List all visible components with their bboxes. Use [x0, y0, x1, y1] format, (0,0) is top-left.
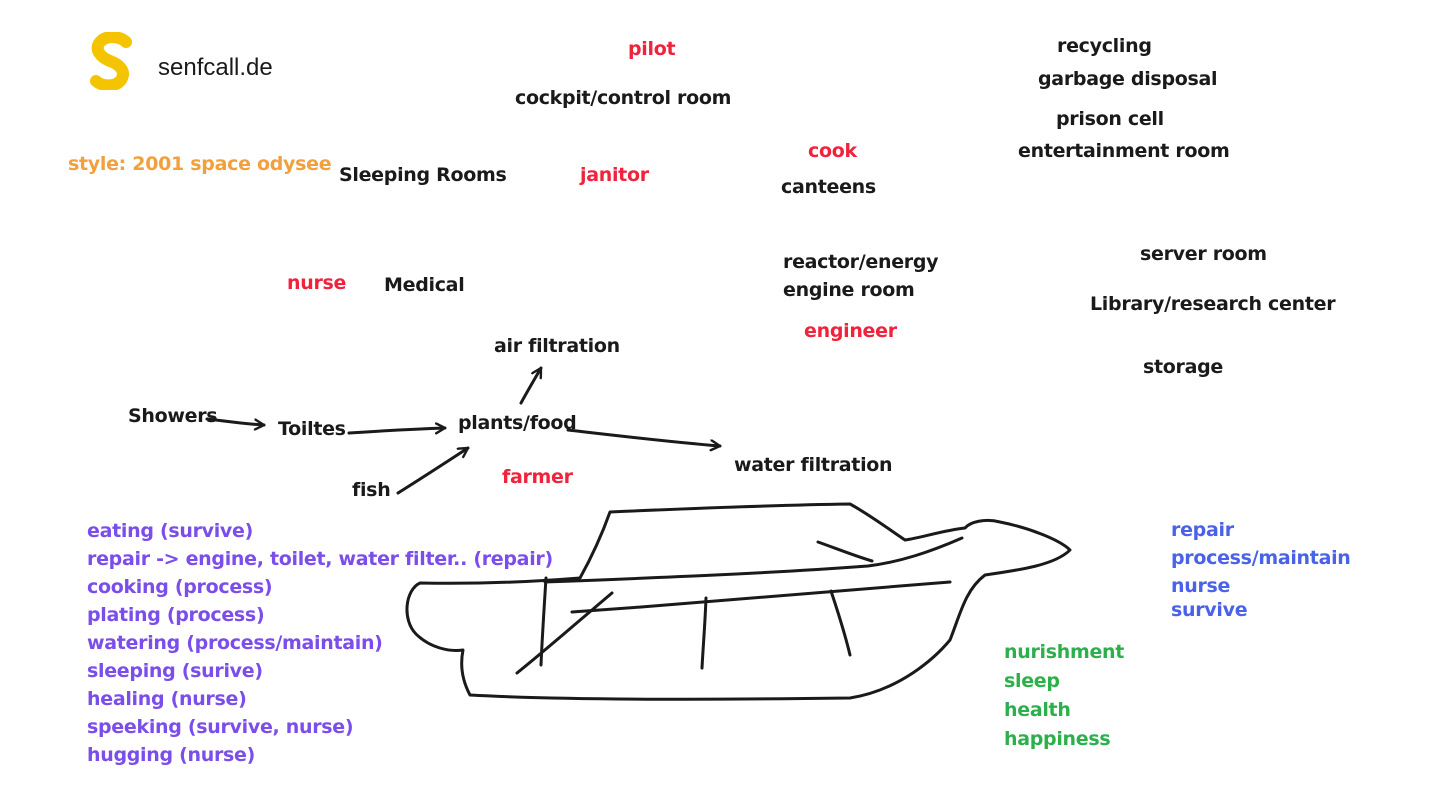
room-plants-food: plants/food	[458, 412, 577, 434]
arrow-fish-to-plants	[396, 446, 470, 495]
spaceship-window-slash	[816, 540, 874, 563]
arrow-plants-to-water	[566, 428, 722, 446]
activity-item: healing (nurse)	[87, 688, 247, 710]
activity-item: sleeping (surive)	[87, 660, 263, 682]
room-medical: Medical	[384, 274, 465, 296]
activities-list: eating (survive) repair -> engine, toile…	[87, 517, 553, 769]
arrow-toilets-to-plants	[347, 428, 447, 435]
room-air-filtration: air filtration	[494, 335, 620, 357]
role-engineer: engineer	[804, 320, 897, 342]
arrow-showers-to-toilets	[205, 417, 266, 425]
senfcall-logo-icon	[90, 32, 132, 90]
activity-item: hugging (nurse)	[87, 744, 255, 766]
room-reactor: reactor/energy	[783, 251, 939, 273]
room-showers: Showers	[128, 405, 218, 427]
room-fish: fish	[352, 479, 391, 501]
spaceship-outline	[405, 502, 1072, 701]
category-item: process/maintain	[1171, 547, 1351, 569]
role-janitor: janitor	[580, 164, 649, 186]
room-library: Library/research center	[1090, 293, 1336, 315]
need-item: nurishment	[1004, 641, 1125, 663]
activity-item: watering (process/maintain)	[87, 632, 383, 654]
style-note: style: 2001 space odysee	[68, 153, 332, 175]
room-garbage: garbage disposal	[1038, 68, 1218, 90]
role-pilot: pilot	[628, 38, 676, 60]
room-prison: prison cell	[1056, 108, 1164, 130]
room-storage: storage	[1143, 356, 1224, 378]
categories-list: repair process/maintain nurse survive	[1171, 516, 1351, 624]
room-entertainment: entertainment room	[1018, 140, 1230, 162]
need-item: health	[1004, 699, 1071, 721]
category-item: repair	[1171, 519, 1234, 541]
room-water-filtration: water filtration	[734, 454, 893, 476]
role-farmer: farmer	[502, 466, 573, 488]
room-sleeping: Sleeping Rooms	[339, 164, 507, 186]
role-cook: cook	[808, 140, 857, 162]
logo-text: senfcall.de	[158, 54, 273, 81]
need-item: sleep	[1004, 670, 1060, 692]
activity-item: eating (survive)	[87, 520, 253, 542]
spaceship-deck-line	[543, 536, 964, 584]
activity-item: cooking (process)	[87, 576, 273, 598]
room-cockpit: cockpit/control room	[515, 87, 732, 109]
spaceship-right-wall	[829, 589, 852, 657]
room-recycling: recycling	[1057, 35, 1152, 57]
activity-item: plating (process)	[87, 604, 265, 626]
arrow-plants-to-air	[519, 366, 543, 405]
activity-item: repair -> engine, toilet, water filter..…	[87, 548, 553, 570]
category-item: survive	[1171, 599, 1248, 621]
spaceship-diagonal	[515, 591, 614, 675]
activity-item: speeking (survive, nurse)	[87, 716, 354, 738]
spaceship-floor-line	[570, 580, 952, 614]
room-toilets: Toiltes	[278, 418, 346, 440]
needs-list: nurishment sleep health happiness	[1004, 638, 1124, 754]
category-item: nurse	[1171, 575, 1231, 597]
room-server: server room	[1140, 243, 1267, 265]
room-canteens: canteens	[781, 176, 876, 198]
room-engine: engine room	[783, 279, 915, 301]
role-nurse: nurse	[287, 272, 347, 294]
need-item: happiness	[1004, 728, 1111, 750]
spaceship-middle-wall	[700, 596, 708, 670]
spaceship-left-wall	[539, 576, 548, 667]
